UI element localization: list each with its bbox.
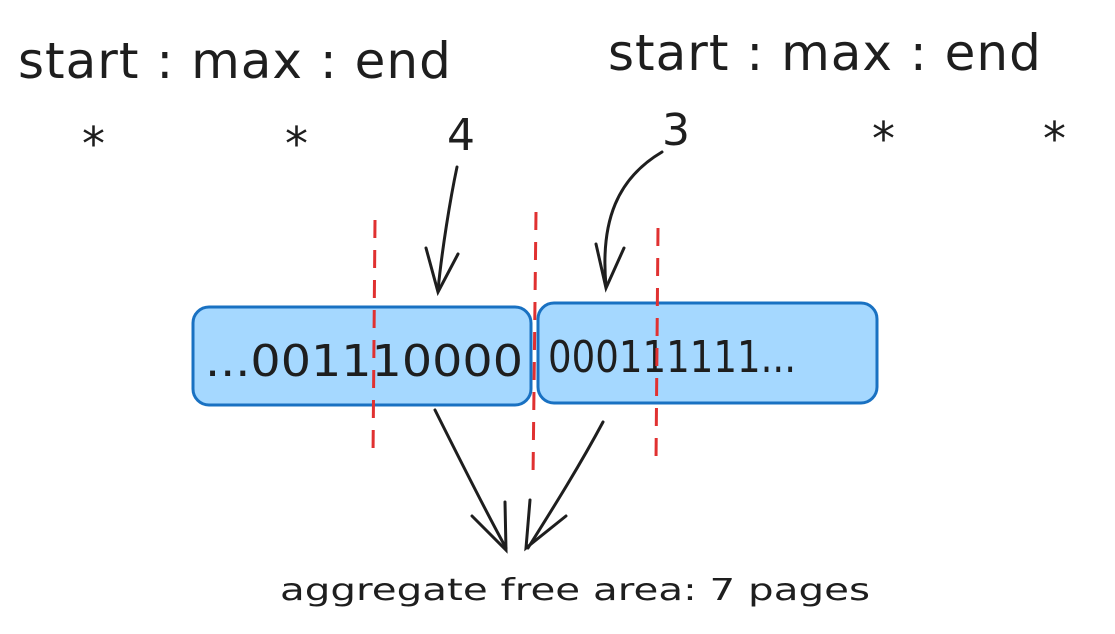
- arrow-left-end-to-block: [424, 165, 460, 297]
- left-summary-header: start : max : end: [18, 32, 452, 90]
- left-end-value: 4: [447, 110, 475, 161]
- left-start-value: *: [82, 117, 105, 171]
- arrow-right-block-to-caption: [524, 420, 605, 552]
- divider-middle: [531, 211, 538, 479]
- divider-right: [654, 227, 660, 463]
- right-end-value: *: [1043, 112, 1066, 166]
- right-max-value: *: [872, 112, 895, 166]
- left-block-bits: ...001110000: [205, 336, 523, 387]
- right-summary-header: start : max : end: [608, 24, 1042, 82]
- arrow-left-block-to-caption: [433, 408, 508, 554]
- aggregate-caption: aggregate free area: 7 pages: [280, 573, 870, 608]
- left-max-value: *: [285, 117, 308, 171]
- right-block: [536, 301, 879, 405]
- right-block-bits: 000111111...: [548, 332, 796, 383]
- divider-left: [371, 219, 377, 459]
- arrow-right-start-to-block: [594, 150, 664, 293]
- right-start-value: 3: [662, 105, 690, 156]
- left-block: [191, 305, 533, 407]
